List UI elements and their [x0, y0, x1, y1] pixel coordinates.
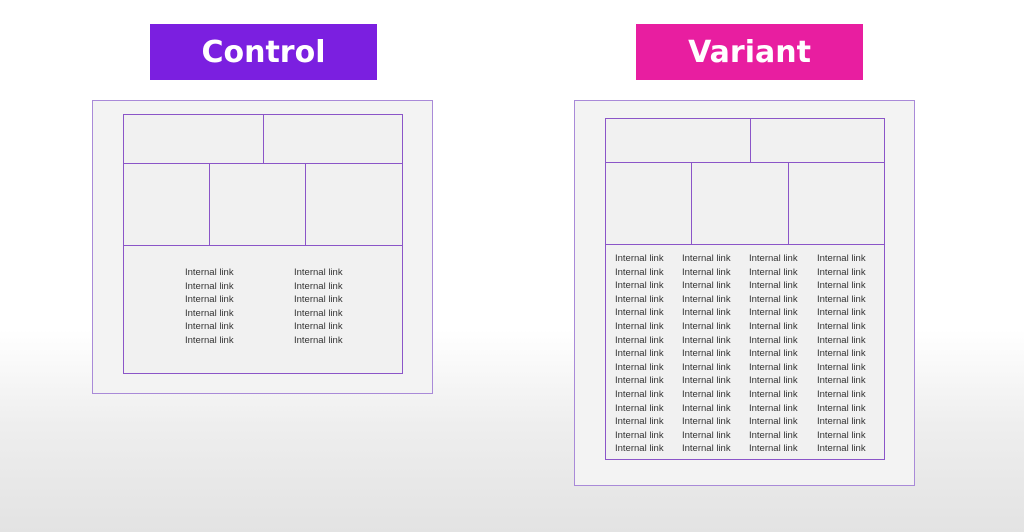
variant-internal-link: Internal link	[817, 429, 866, 441]
control-top-block	[124, 115, 264, 163]
variant-internal-link: Internal link	[615, 361, 664, 373]
variant-internal-link: Internal link	[817, 280, 866, 292]
variant-internal-link: Internal link	[615, 320, 664, 332]
variant-internal-link: Internal link	[749, 307, 798, 319]
control-internal-link: Internal link	[294, 280, 343, 292]
variant-internal-link: Internal link	[615, 388, 664, 400]
control-internal-link: Internal link	[185, 321, 234, 333]
variant-internal-link: Internal link	[749, 293, 798, 305]
control-internal-link: Internal link	[294, 294, 343, 306]
control-internal-link: Internal link	[185, 267, 234, 278]
variant-internal-link: Internal link	[749, 348, 798, 360]
variant-internal-link: Internal link	[615, 375, 664, 387]
variant-internal-link: Internal link	[749, 416, 798, 428]
variant-internal-link: Internal link	[682, 443, 731, 455]
variant-internal-link: Internal link	[817, 253, 866, 264]
variant-middle-block	[606, 163, 692, 244]
variant-internal-link: Internal link	[682, 334, 731, 346]
variant-internal-link: Internal link	[749, 320, 798, 332]
variant-internal-link: Internal link	[817, 388, 866, 400]
control-middle-block	[306, 164, 402, 245]
variant-title-badge: Variant	[636, 24, 863, 80]
variant-internal-link: Internal link	[749, 266, 798, 278]
variant-internal-link: Internal link	[615, 348, 664, 360]
variant-internal-link: Internal link	[749, 402, 798, 414]
variant-title: Variant	[688, 34, 811, 70]
variant-top-row	[606, 119, 884, 163]
variant-internal-link: Internal link	[615, 443, 664, 455]
variant-internal-link: Internal link	[682, 361, 731, 373]
variant-internal-link: Internal link	[615, 402, 664, 414]
variant-internal-link: Internal link	[615, 293, 664, 305]
variant-internal-link: Internal link	[749, 429, 798, 441]
control-title: Control	[201, 34, 326, 70]
variant-middle-block	[789, 163, 884, 244]
variant-internal-link: Internal link	[682, 266, 731, 278]
variant-internal-link: Internal link	[682, 429, 731, 441]
control-internal-link: Internal link	[185, 280, 234, 292]
variant-internal-link: Internal link	[682, 253, 731, 264]
control-middle-row	[124, 164, 402, 246]
variant-internal-link: Internal link	[817, 361, 866, 373]
variant-internal-link: Internal link	[749, 388, 798, 400]
variant-internal-link: Internal link	[615, 307, 664, 319]
variant-internal-link: Internal link	[817, 307, 866, 319]
variant-internal-link: Internal link	[749, 334, 798, 346]
variant-top-block	[751, 119, 884, 162]
control-internal-link: Internal link	[294, 267, 343, 278]
variant-middle-row	[606, 163, 884, 245]
variant-internal-link: Internal link	[615, 253, 664, 264]
variant-internal-link: Internal link	[817, 334, 866, 346]
variant-internal-link: Internal link	[749, 253, 798, 264]
variant-internal-link: Internal link	[615, 429, 664, 441]
variant-internal-link: Internal link	[682, 280, 731, 292]
control-middle-block	[210, 164, 306, 245]
variant-internal-link: Internal link	[749, 280, 798, 292]
variant-internal-link: Internal link	[615, 266, 664, 278]
control-internal-link: Internal link	[185, 294, 234, 306]
variant-internal-link: Internal link	[615, 280, 664, 292]
variant-internal-link: Internal link	[682, 307, 731, 319]
control-internal-link: Internal link	[294, 321, 343, 333]
control-internal-link: Internal link	[185, 334, 234, 346]
variant-internal-link: Internal link	[682, 416, 731, 428]
variant-internal-link: Internal link	[817, 293, 866, 305]
variant-internal-link: Internal link	[817, 375, 866, 387]
control-title-badge: Control	[150, 24, 377, 80]
control-top-row	[124, 115, 402, 164]
variant-internal-link: Internal link	[615, 416, 664, 428]
variant-internal-link: Internal link	[817, 416, 866, 428]
variant-internal-link: Internal link	[682, 348, 731, 360]
variant-internal-link: Internal link	[682, 402, 731, 414]
variant-internal-link: Internal link	[817, 266, 866, 278]
control-top-block	[264, 115, 403, 163]
variant-internal-link: Internal link	[817, 320, 866, 332]
variant-internal-link: Internal link	[682, 375, 731, 387]
variant-internal-link: Internal link	[817, 348, 866, 360]
variant-middle-block	[692, 163, 789, 244]
variant-internal-link: Internal link	[749, 443, 798, 455]
control-internal-link: Internal link	[294, 307, 343, 319]
variant-internal-link: Internal link	[749, 375, 798, 387]
variant-internal-link: Internal link	[615, 334, 664, 346]
variant-internal-link: Internal link	[817, 402, 866, 414]
bottom-fade	[0, 520, 1024, 532]
variant-internal-link: Internal link	[682, 293, 731, 305]
control-middle-block	[124, 164, 210, 245]
variant-internal-link: Internal link	[682, 388, 731, 400]
variant-internal-link: Internal link	[682, 320, 731, 332]
variant-top-block	[606, 119, 751, 162]
variant-internal-link: Internal link	[749, 361, 798, 373]
variant-internal-link: Internal link	[817, 443, 866, 455]
control-internal-link: Internal link	[185, 307, 234, 319]
control-internal-link: Internal link	[294, 334, 343, 346]
